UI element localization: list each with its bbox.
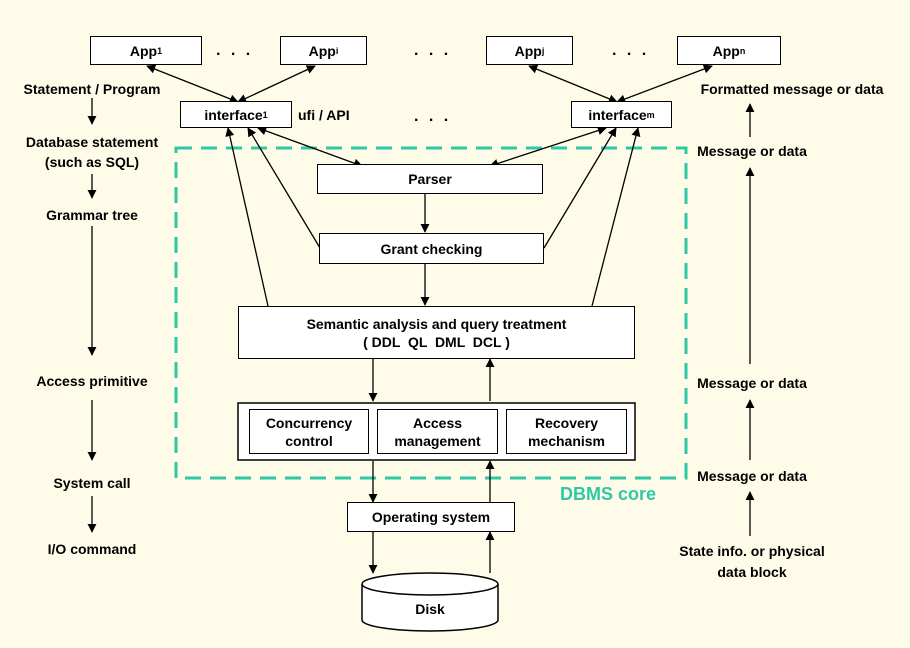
access-management-box: Access management [377,409,498,454]
left-such-as-sql: (such as SQL) [44,154,140,170]
left-io-command: I/O command [47,541,137,557]
left-statement-program: Statement / Program [23,81,161,97]
left-access-primitive: Access primitive [36,373,148,389]
left-database-statement: Database statement [25,134,159,150]
concurrency-control-box: Concurrency control [249,409,369,454]
app-j-label: App [514,42,542,59]
recovery-mechanism-box: Recovery mechanism [506,409,627,454]
left-grammar-tree: Grammar tree [46,207,138,223]
operating-system-box: Operating system [347,502,515,532]
interface-1-subscript: 1 [262,109,268,120]
semantic-analysis-line2: ( DDL QL DML DCL ) [363,333,510,350]
right-formatted-message: Formatted message or data [700,81,884,97]
app-i-subscript: i [335,45,339,56]
interface-m-label: interface [588,106,647,123]
interface-1-label: interface [204,106,263,123]
app-1-subscript: 1 [157,45,163,56]
app-i-label: App [308,42,336,59]
recovery-line1: Recovery [534,414,599,431]
access-line1: Access [412,414,463,431]
parser-box: Parser [317,164,543,194]
disk-label: Disk [415,601,445,617]
ellipsis-interfaces: . . . [414,108,452,125]
access-line2: management [394,432,481,449]
left-system-call: System call [53,475,131,491]
dbms-core-boundary [174,146,688,480]
concurrency-line1: Concurrency [265,414,353,431]
ellipsis-apps-2: . . . [414,42,452,59]
ellipsis-apps-1: . . . [216,42,254,59]
semantic-analysis-box: Semantic analysis and query treatment ( … [238,306,635,359]
ufi-api-label: ufi / API [298,107,350,123]
right-message-or-data-2: Message or data [697,375,807,391]
concurrency-line2: control [285,432,333,449]
grant-checking-box: Grant checking [319,233,544,264]
right-state-info: State info. or physical [679,543,825,559]
right-data-block: data block [717,564,787,580]
app-1-label: App [129,42,158,59]
recovery-line2: mechanism [527,432,606,449]
app-j-subscript: j [541,45,545,56]
ellipsis-apps-3: . . . [612,42,650,59]
right-message-or-data-1: Message or data [697,143,807,159]
app-n-label: App [712,42,740,59]
interface-m-subscript: m [646,109,655,120]
dbms-core-label: DBMS core [560,484,657,504]
right-message-or-data-3: Message or data [697,468,807,484]
disk-cylinder [361,572,499,632]
semantic-analysis-line1: Semantic analysis and query treatment [306,315,567,332]
app-n-subscript: n [739,45,746,56]
